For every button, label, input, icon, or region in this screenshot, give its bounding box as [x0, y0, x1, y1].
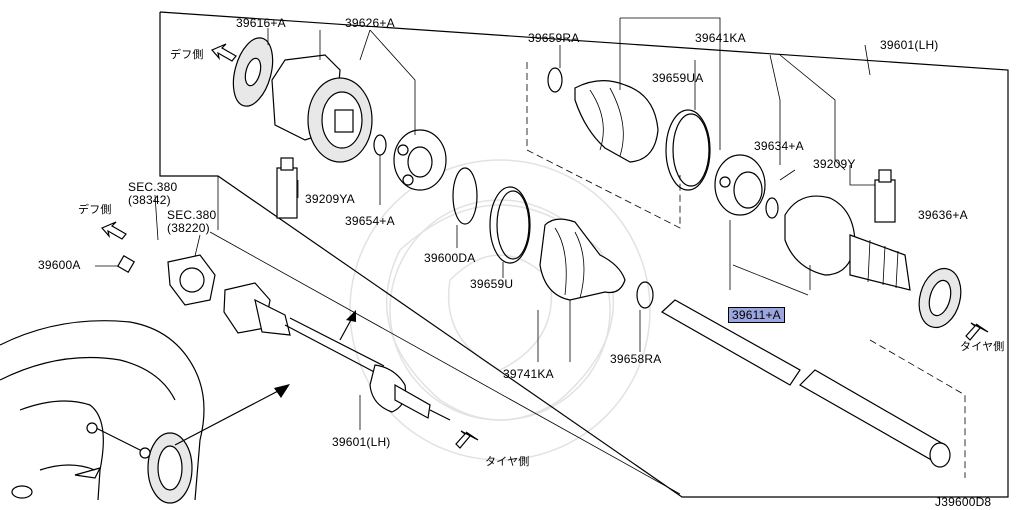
label-diff-side-top: デフ側: [170, 49, 204, 61]
joint-housing: [271, 54, 373, 163]
label-39741ka: 39741KA: [503, 367, 554, 381]
o-ring: [452, 167, 478, 225]
snap-ring: [373, 134, 387, 156]
watermark-emblem: [349, 159, 651, 461]
boot-right: [574, 80, 659, 163]
label-sec380-b: SEC.380: [167, 208, 217, 222]
label-39626a: 39626+A: [345, 16, 395, 30]
label-tire-side-bottom: タイヤ側: [485, 456, 530, 468]
drive-shaft: [660, 299, 951, 468]
flange-plate: [232, 37, 274, 107]
label-tire-side-right: タイヤ側: [960, 341, 1005, 353]
label-39616a: 39616+A: [236, 16, 286, 30]
assembly-frame: [159, 11, 1009, 498]
label-39659ua: 39659UA: [652, 71, 704, 85]
leader-lines: [95, 17, 875, 430]
label-39601-lh-top: 39601(LH): [880, 38, 939, 52]
grease-tube-right: [874, 169, 896, 223]
label-39600a: 39600A: [38, 258, 81, 272]
circlip: [765, 197, 779, 219]
label-39659ra: 39659RA: [528, 31, 580, 45]
label-sec380-a: SEC.380: [128, 180, 178, 194]
shaft-assembly-lower: [116, 254, 451, 421]
band-clamp-large-left: [489, 186, 531, 264]
small-clamp: [636, 281, 654, 309]
boot-clamp-small: [547, 67, 563, 93]
label-39634a: 39634+A: [754, 139, 804, 153]
label-39658ra: 39658RA: [610, 352, 662, 366]
label-sec380-a-ref: (38342): [128, 193, 171, 207]
label-39654a: 39654+A: [345, 214, 395, 228]
shaft-kit-frame: [869, 339, 966, 478]
diagram-code: J39600D8: [935, 495, 992, 509]
label-39601-lh-bottom: 39601(LH): [332, 435, 391, 449]
label-39600da: 39600DA: [424, 251, 476, 265]
grease-tube-left: [276, 157, 298, 219]
locator-arrow-line: [174, 389, 281, 446]
label-39659u: 39659U: [470, 277, 514, 291]
label-diff-side-left: デフ側: [78, 204, 112, 216]
outer-joint: [784, 195, 911, 291]
direction-arrows: [101, 43, 989, 449]
car-silhouette: [0, 320, 205, 504]
label-39209ya: 39209YA: [305, 192, 355, 206]
label-39611a-highlighted[interactable]: 39611+A: [728, 307, 785, 323]
boot-kit-frame: [526, 62, 681, 229]
tripod-joint: [393, 129, 447, 191]
band-clamp-large-right: [665, 109, 711, 191]
locator-arrow-head: [274, 384, 290, 398]
inner-race: [714, 154, 766, 216]
label-sec380-b-ref: (38220): [167, 221, 210, 235]
label-39209y: 39209Y: [813, 157, 856, 171]
label-39636a: 39636+A: [918, 208, 968, 222]
label-39641ka: 39641KA: [695, 31, 746, 45]
